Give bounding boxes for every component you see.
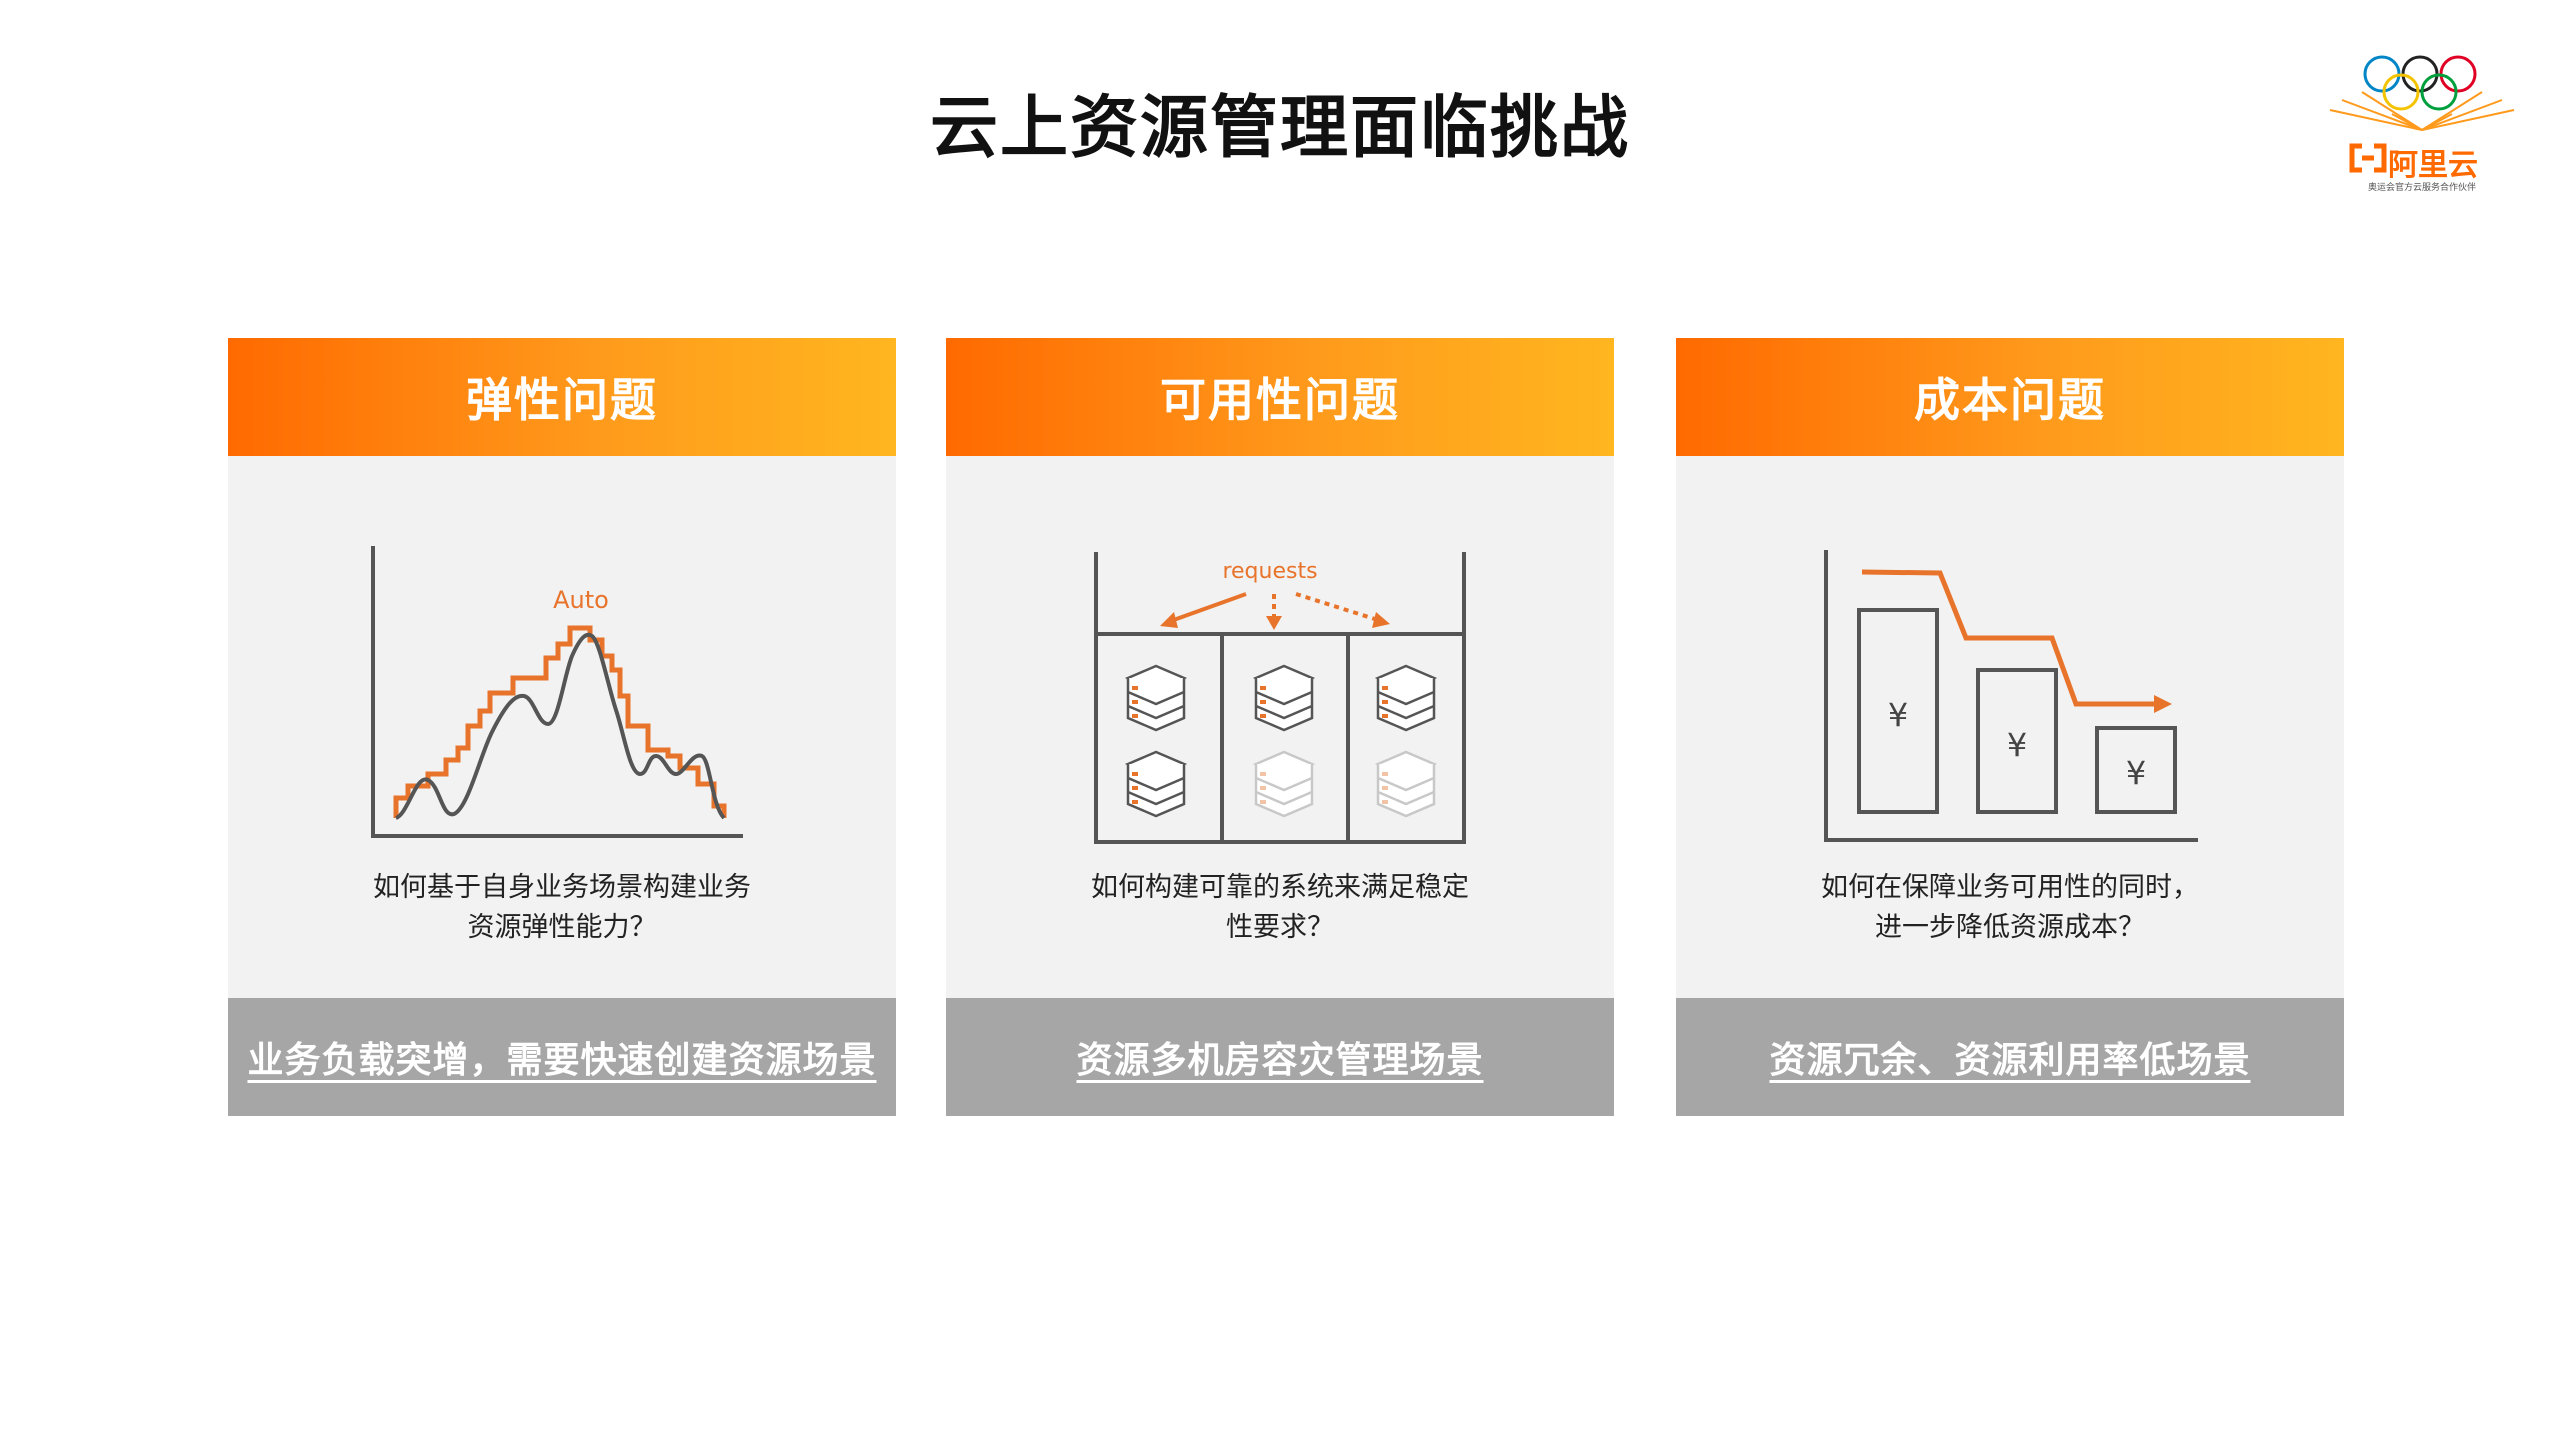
yen-label: ¥ [1888,696,1908,734]
server-icon-inactive [1252,750,1316,818]
card-header: 可用性问题 [946,338,1614,456]
server-racks-icon: requests [1094,552,1466,844]
olympic-rings-icon [2329,55,2515,173]
card-cost: 成本问题 ¥ ¥ ¥ 如何在保障业务可用性的同时， 进一步降低资源成本？ 资源冗… [1676,338,2344,1116]
server-icon [1252,664,1316,732]
server-icon [1124,664,1188,732]
card-header: 弹性问题 [228,338,896,456]
card-header: 成本问题 [1676,338,2344,456]
auto-label: Auto [553,586,609,614]
page-title: 云上资源管理面临挑战 [929,89,1630,168]
server-icon-inactive [1374,750,1438,818]
desc-line: 资源弹性能力？ [467,912,657,943]
card-availability: 可用性问题 requests [946,338,1614,1116]
card-description: 如何基于自身业务场景构建业务 资源弹性能力？ [268,868,856,948]
desc-line: 如何在保障业务可用性的同时， [1821,872,2199,903]
card-description: 如何在保障业务可用性的同时， 进一步降低资源成本？ [1716,868,2304,948]
scenario-link[interactable]: 业务负载突增，需要快速创建资源场景 [228,998,896,1116]
desc-line: 如何构建可靠的系统来满足稳定 [1091,872,1469,903]
card-description: 如何构建可靠的系统来满足稳定 性要求？ [986,868,1574,948]
yen-label: ¥ [2007,726,2027,764]
elastic-scaling-chart-icon: Auto [371,546,743,838]
server-icon [1374,664,1438,732]
logo-name: 阿里云 [2388,148,2478,183]
scenario-link[interactable]: 资源多机房容灾管理场景 [946,998,1614,1116]
yen-label: ¥ [2126,754,2146,792]
cost-decline-chart-icon: ¥ ¥ ¥ [1824,550,2198,842]
logo-tagline: 奥运会官方云服务合作伙伴 [2367,183,2476,193]
requests-label: requests [1222,559,1317,584]
card-elasticity: 弹性问题 Auto 如何基于自身业务场景构建业务 资源弹性能力？ 业务负载突增，… [228,338,896,1116]
desc-line: 进一步降低资源成本？ [1875,912,2145,943]
desc-line: 性要求？ [1226,912,1334,943]
server-icon [1124,750,1188,818]
scenario-link[interactable]: 资源冗余、资源利用率低场景 [1676,998,2344,1116]
desc-line: 如何基于自身业务场景构建业务 [373,872,751,903]
aliyun-logo: 阿里云 奥运会官方云服务合作伙伴 [2322,48,2522,208]
